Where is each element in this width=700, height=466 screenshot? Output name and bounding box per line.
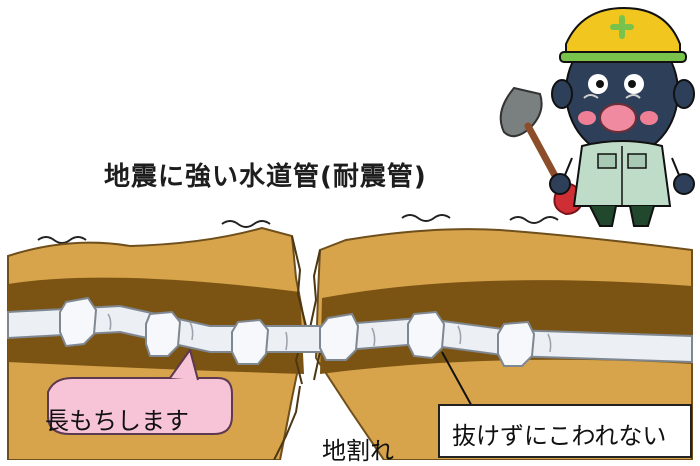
tremor-icon bbox=[37, 236, 87, 244]
crack-lower bbox=[273, 385, 301, 460]
tremor-icon bbox=[401, 214, 451, 222]
helmet-icon bbox=[559, 6, 687, 63]
bubble-label: 長もちします bbox=[45, 407, 189, 435]
page-title: 地震に強い水道管(耐震管) bbox=[104, 162, 427, 192]
pipe-illustration bbox=[7, 296, 693, 367]
crack-right bbox=[308, 249, 322, 381]
bubble-tail bbox=[169, 349, 199, 381]
tremor-icon bbox=[509, 216, 559, 224]
crack-left bbox=[291, 235, 308, 385]
callout-line bbox=[441, 351, 475, 411]
shovel-icon bbox=[499, 86, 543, 138]
bubble-shape bbox=[47, 377, 233, 435]
crack-label: 地割れ bbox=[322, 437, 394, 465]
note-box: 抜けずにこわれない bbox=[438, 404, 692, 458]
note-label: 抜けずにこわれない bbox=[452, 422, 667, 450]
mascot-illustration bbox=[499, 6, 695, 227]
tremor-icon bbox=[221, 220, 271, 228]
